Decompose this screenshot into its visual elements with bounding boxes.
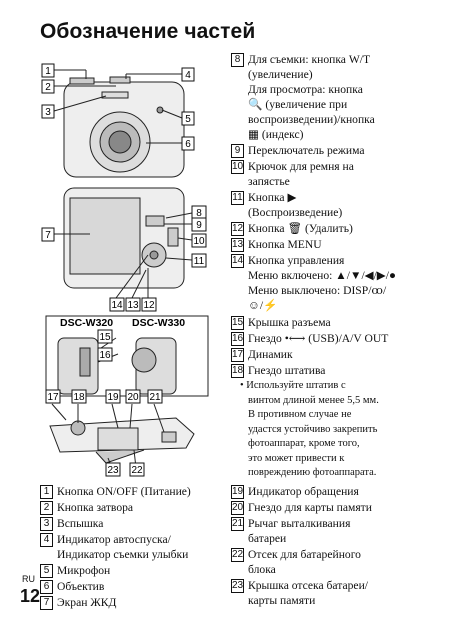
callout-11: 11: [194, 256, 205, 267]
callout-14: 14: [111, 300, 123, 311]
callout-16: 16: [99, 350, 111, 361]
callout-8: 8: [196, 208, 202, 219]
callout-18: 18: [73, 392, 85, 403]
callout-13: 13: [127, 300, 139, 311]
camera-parts-illustration: 1 2 3 4 5 6 7 8 9 10 11 12 13 14 15 16 1…: [41, 63, 209, 477]
callout-22: 22: [131, 465, 143, 476]
callout-5: 5: [185, 114, 191, 125]
callout-7: 7: [45, 230, 51, 241]
callout-6: 6: [185, 139, 191, 150]
callout-12: 12: [143, 300, 155, 311]
callout-21: 21: [149, 392, 161, 403]
callout-1: 1: [45, 66, 51, 77]
page-title: Обозначение частей: [40, 20, 256, 43]
callout-19: 19: [107, 392, 119, 403]
tripod-note: • Используйте штатив с винтом длиной мен…: [240, 380, 379, 478]
callout-17: 17: [47, 392, 59, 403]
callout-10: 10: [193, 236, 205, 247]
callout-15: 15: [99, 332, 111, 343]
model-label-w330: DSC-W330: [132, 317, 185, 329]
callout-20: 20: [127, 392, 139, 403]
callout-4: 4: [185, 70, 191, 81]
callout-3: 3: [45, 107, 51, 118]
page-number: 12: [20, 586, 41, 606]
callout-9: 9: [196, 220, 202, 231]
callout-23: 23: [107, 465, 119, 476]
language-code: RU: [22, 574, 35, 584]
model-label-w320: DSC-W320: [60, 317, 113, 329]
callout-2: 2: [45, 82, 51, 93]
